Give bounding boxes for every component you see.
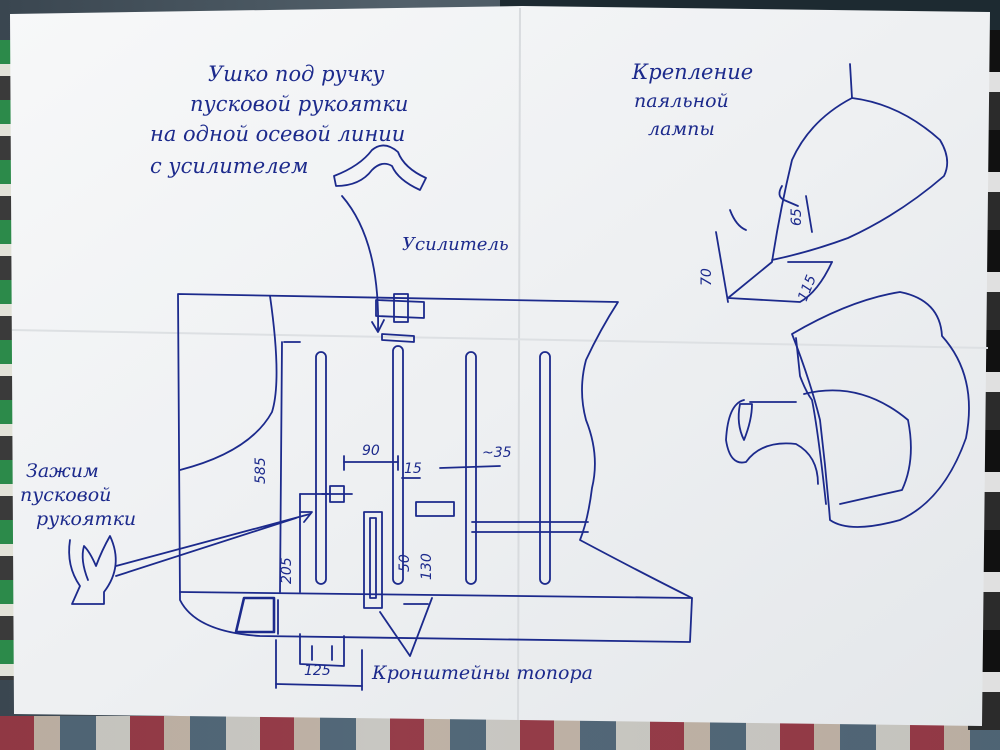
lamp-body [791, 291, 970, 528]
lamp-handle-loop [737, 403, 753, 441]
ear-arrow-head [371, 319, 385, 333]
paper [10, 6, 990, 726]
lamp-base [727, 261, 833, 303]
bottom-bracket [299, 633, 345, 667]
ear-arrow [341, 195, 379, 331]
ear-sketch [333, 144, 427, 191]
step-bracket [234, 596, 276, 634]
dim-205-label: 205 [279, 557, 295, 584]
clamp-sketch [68, 535, 117, 605]
dim-50-label: 50 [397, 554, 413, 572]
lamp-hood [771, 63, 949, 261]
paper-fold-horizontal [11, 329, 989, 349]
lamp-clip [729, 209, 747, 231]
slot-4 [539, 351, 551, 585]
clamp-arrow-head [299, 511, 313, 523]
ear-title-line-4: с усилителем [150, 154, 309, 178]
slot-2 [392, 345, 404, 585]
dim-125-label: 125 [304, 663, 331, 679]
amplifier-label: Усилитель [402, 234, 509, 255]
dim-65-line [805, 195, 813, 233]
dim-15-label: 15 [404, 461, 422, 477]
clamp-arrow [115, 513, 311, 577]
clamp-title-line-2: пусковой [20, 484, 112, 506]
brackets-label: Кронштейны топора [372, 662, 593, 684]
bottom-rail [179, 591, 693, 599]
clamp-title-line-3: рукоятки [36, 508, 137, 530]
inner-curve [179, 295, 278, 471]
amplifier-core [393, 293, 409, 323]
lamp-handle [725, 399, 819, 485]
axe-bracket-tall [363, 511, 383, 609]
slot-1 [315, 351, 327, 585]
lamp-hood-inner [727, 97, 853, 299]
dim-35-line [439, 465, 501, 469]
dim-125-line [275, 683, 363, 687]
lamp-title-line-2: паяльной [634, 90, 729, 112]
dim-70-label: 70 [699, 268, 715, 286]
brackets-arrows [379, 597, 433, 657]
lamp-bracket-front [795, 337, 827, 505]
lamp-hook [778, 185, 799, 207]
clamp-title-line-1: Зажим [26, 460, 99, 482]
axe-bracket-small [415, 501, 455, 517]
lamp-title-line-1: Крепление [632, 60, 754, 84]
ear-title-line-2: пусковой рукоятки [190, 92, 409, 116]
ear-title-line-1: Ушко под ручку [208, 62, 385, 86]
housing-outline [177, 293, 693, 643]
lamp-bracket-back [803, 389, 912, 505]
dim-90-label: 90 [362, 443, 380, 459]
dim-585-line [279, 341, 283, 593]
ear-bar [381, 333, 415, 343]
ear-title-line-3: на одной осевой линии [150, 122, 406, 146]
dim-70-line [715, 231, 729, 303]
dim-130-label: 130 [419, 553, 435, 580]
axe-bracket-inner [369, 517, 377, 599]
lamp-title-line-3: лампы [648, 118, 715, 140]
dim-35-label: ~35 [482, 445, 512, 461]
dim-585-label: 585 [253, 457, 269, 484]
dim-65-label: 65 [789, 208, 805, 226]
main-drawing [68, 63, 970, 691]
paper-fold-vertical [517, 7, 521, 721]
